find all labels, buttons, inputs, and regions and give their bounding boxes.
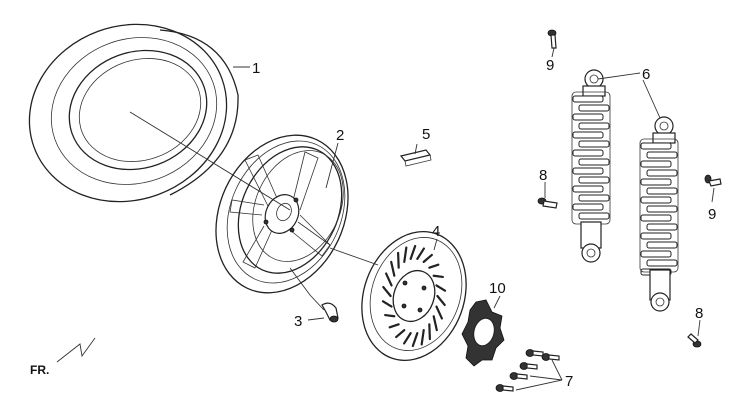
callout-10: 10	[489, 280, 506, 297]
brake-disc[interactable]	[344, 217, 483, 375]
shock-bolt-9-top[interactable]	[547, 29, 557, 49]
rim[interactable]	[191, 113, 373, 314]
bolt-set[interactable]	[495, 349, 560, 392]
callout-5: 5	[422, 126, 430, 143]
callout-3: 3	[294, 313, 302, 330]
callout-8-right: 8	[695, 305, 703, 322]
callout-7: 7	[565, 373, 573, 390]
shock-bolt-8-left[interactable]	[537, 197, 558, 209]
valve[interactable]	[321, 302, 339, 323]
callout-9-top: 9	[546, 57, 554, 74]
shock-absorber-right[interactable]	[639, 116, 679, 312]
callout-1: 1	[252, 60, 260, 77]
callout-6: 6	[642, 66, 650, 83]
front-direction-label: FR.	[30, 363, 49, 377]
front-direction-arrow	[56, 337, 96, 363]
sprocket-plate[interactable]	[461, 299, 505, 367]
shock-bolt-8-right[interactable]	[687, 333, 702, 348]
tire[interactable]	[4, 0, 251, 229]
callout-9-right: 9	[708, 206, 716, 223]
callout-8-left: 8	[539, 167, 547, 184]
callout-numbers: 1 2 3 4 5 6 7 8 8 9 9 10 FR.	[30, 57, 716, 390]
callout-4: 4	[432, 223, 440, 240]
balance-weight[interactable]	[399, 149, 432, 167]
shock-absorber-left[interactable]	[571, 69, 611, 263]
callout-2: 2	[336, 127, 344, 144]
shock-bolt-9-right[interactable]	[704, 174, 722, 187]
leader-lines	[129, 47, 715, 391]
